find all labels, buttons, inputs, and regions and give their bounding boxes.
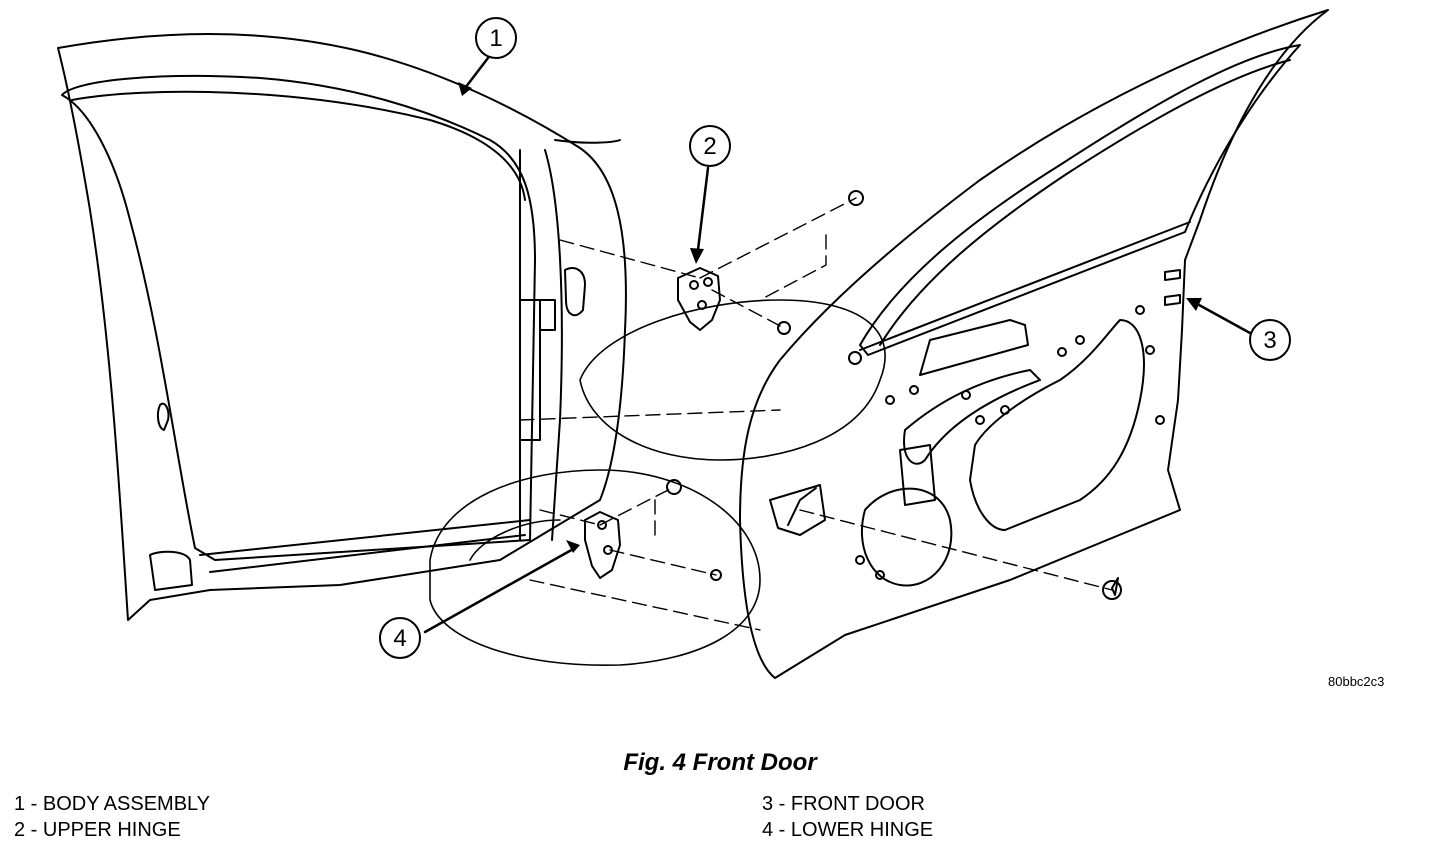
legend-left: 1 - BODY ASSEMBLY 2 - UPPER HINGE: [14, 791, 210, 843]
alignment-lines: [519, 197, 1113, 631]
callout-2-number: 2: [703, 133, 716, 160]
upper-hinge: [677, 190, 864, 335]
arrowhead-4: [566, 540, 580, 553]
body-assembly: [57, 33, 627, 621]
legend-item-lower-hinge: 4 - LOWER HINGE: [762, 819, 934, 841]
figure-id: 80bbc2c3: [1328, 674, 1385, 689]
legend-item-upper-hinge: 2 - UPPER HINGE: [14, 819, 181, 841]
leader-lines: [423, 56, 1252, 634]
callout-2: 2: [689, 125, 731, 167]
callout-3: 3: [1249, 319, 1291, 361]
front-door-diagram: 1 2 3 4: [57, 9, 1329, 679]
callout-4: 4: [379, 617, 421, 659]
callout-1: 1: [475, 17, 517, 59]
door-swing-arcs: [429, 299, 886, 667]
arrowhead-1: [458, 82, 472, 96]
callout-3-number: 3: [1263, 327, 1276, 354]
legend-item-front-door: 3 - FRONT DOOR: [762, 793, 925, 815]
arrowhead-3: [1186, 298, 1202, 311]
front-door: [739, 9, 1329, 679]
arrowhead-2: [690, 248, 704, 264]
figure-caption: Fig. 4 Front Door: [623, 749, 817, 776]
legend-item-body-assembly: 1 - BODY ASSEMBLY: [14, 793, 211, 815]
legend-right: 3 - FRONT DOOR 4 - LOWER HINGE: [762, 791, 933, 843]
callout-1-number: 1: [489, 25, 502, 52]
callout-4-number: 4: [393, 625, 406, 652]
